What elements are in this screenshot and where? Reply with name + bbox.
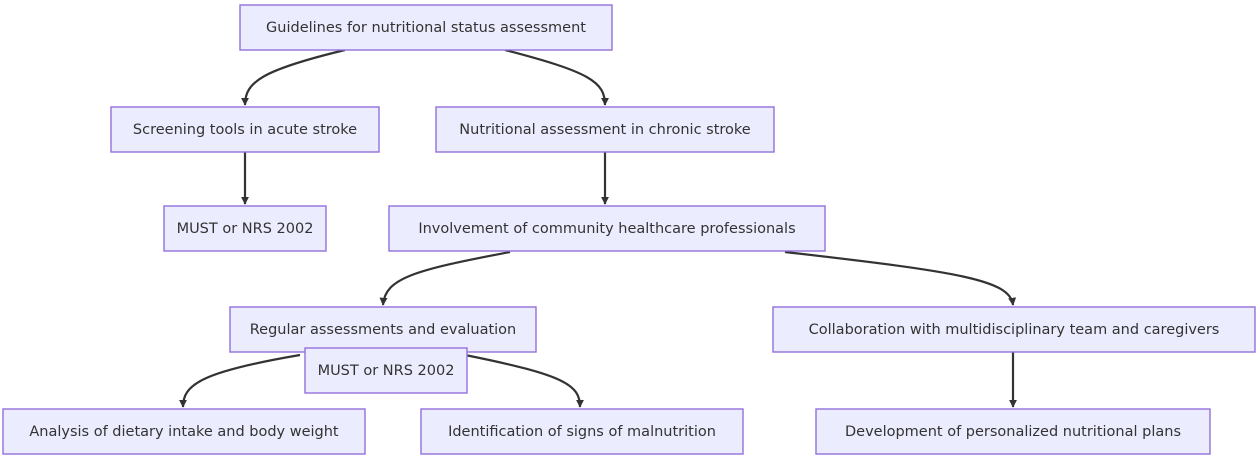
- node-must-regular: MUST or NRS 2002: [304, 347, 468, 394]
- node-regular: Regular assessments and evaluation: [229, 306, 537, 353]
- edge-community-to-collab: [784, 250, 1017, 306]
- node-chronic: Nutritional assessment in chronic stroke: [435, 106, 775, 153]
- node-must-regular-label: MUST or NRS 2002: [318, 363, 455, 379]
- node-chronic-label: Nutritional assessment in chronic stroke: [459, 122, 751, 138]
- edge-root-to-chronic: [504, 48, 609, 106]
- edge-regular-to-dietary: [179, 353, 301, 408]
- node-signs: Identification of signs of malnutrition: [420, 408, 744, 455]
- node-dietary-label: Analysis of dietary intake and body weig…: [29, 424, 339, 440]
- node-plans-label: Development of personalized nutritional …: [845, 424, 1181, 440]
- node-plans: Development of personalized nutritional …: [815, 408, 1211, 455]
- node-must-acute-label: MUST or NRS 2002: [177, 221, 314, 237]
- node-regular-label: Regular assessments and evaluation: [250, 322, 517, 338]
- node-collab-label: Collaboration with multidisciplinary tea…: [809, 322, 1220, 338]
- edge-community-to-regular: [379, 250, 511, 306]
- edge-regular-to-signs: [464, 353, 584, 408]
- node-root: Guidelines for nutritional status assess…: [239, 4, 613, 51]
- node-acute: Screening tools in acute stroke: [110, 106, 380, 153]
- node-collab: Collaboration with multidisciplinary tea…: [772, 306, 1256, 353]
- node-acute-label: Screening tools in acute stroke: [133, 122, 357, 138]
- node-community-label: Involvement of community healthcare prof…: [418, 221, 795, 237]
- node-must-acute: MUST or NRS 2002: [163, 205, 327, 252]
- node-dietary: Analysis of dietary intake and body weig…: [2, 408, 366, 455]
- node-signs-label: Identification of signs of malnutrition: [448, 424, 716, 440]
- node-community: Involvement of community healthcare prof…: [388, 205, 826, 252]
- edge-root-to-acute: [241, 48, 346, 106]
- edges: [179, 48, 1017, 408]
- node-root-label: Guidelines for nutritional status assess…: [266, 20, 586, 36]
